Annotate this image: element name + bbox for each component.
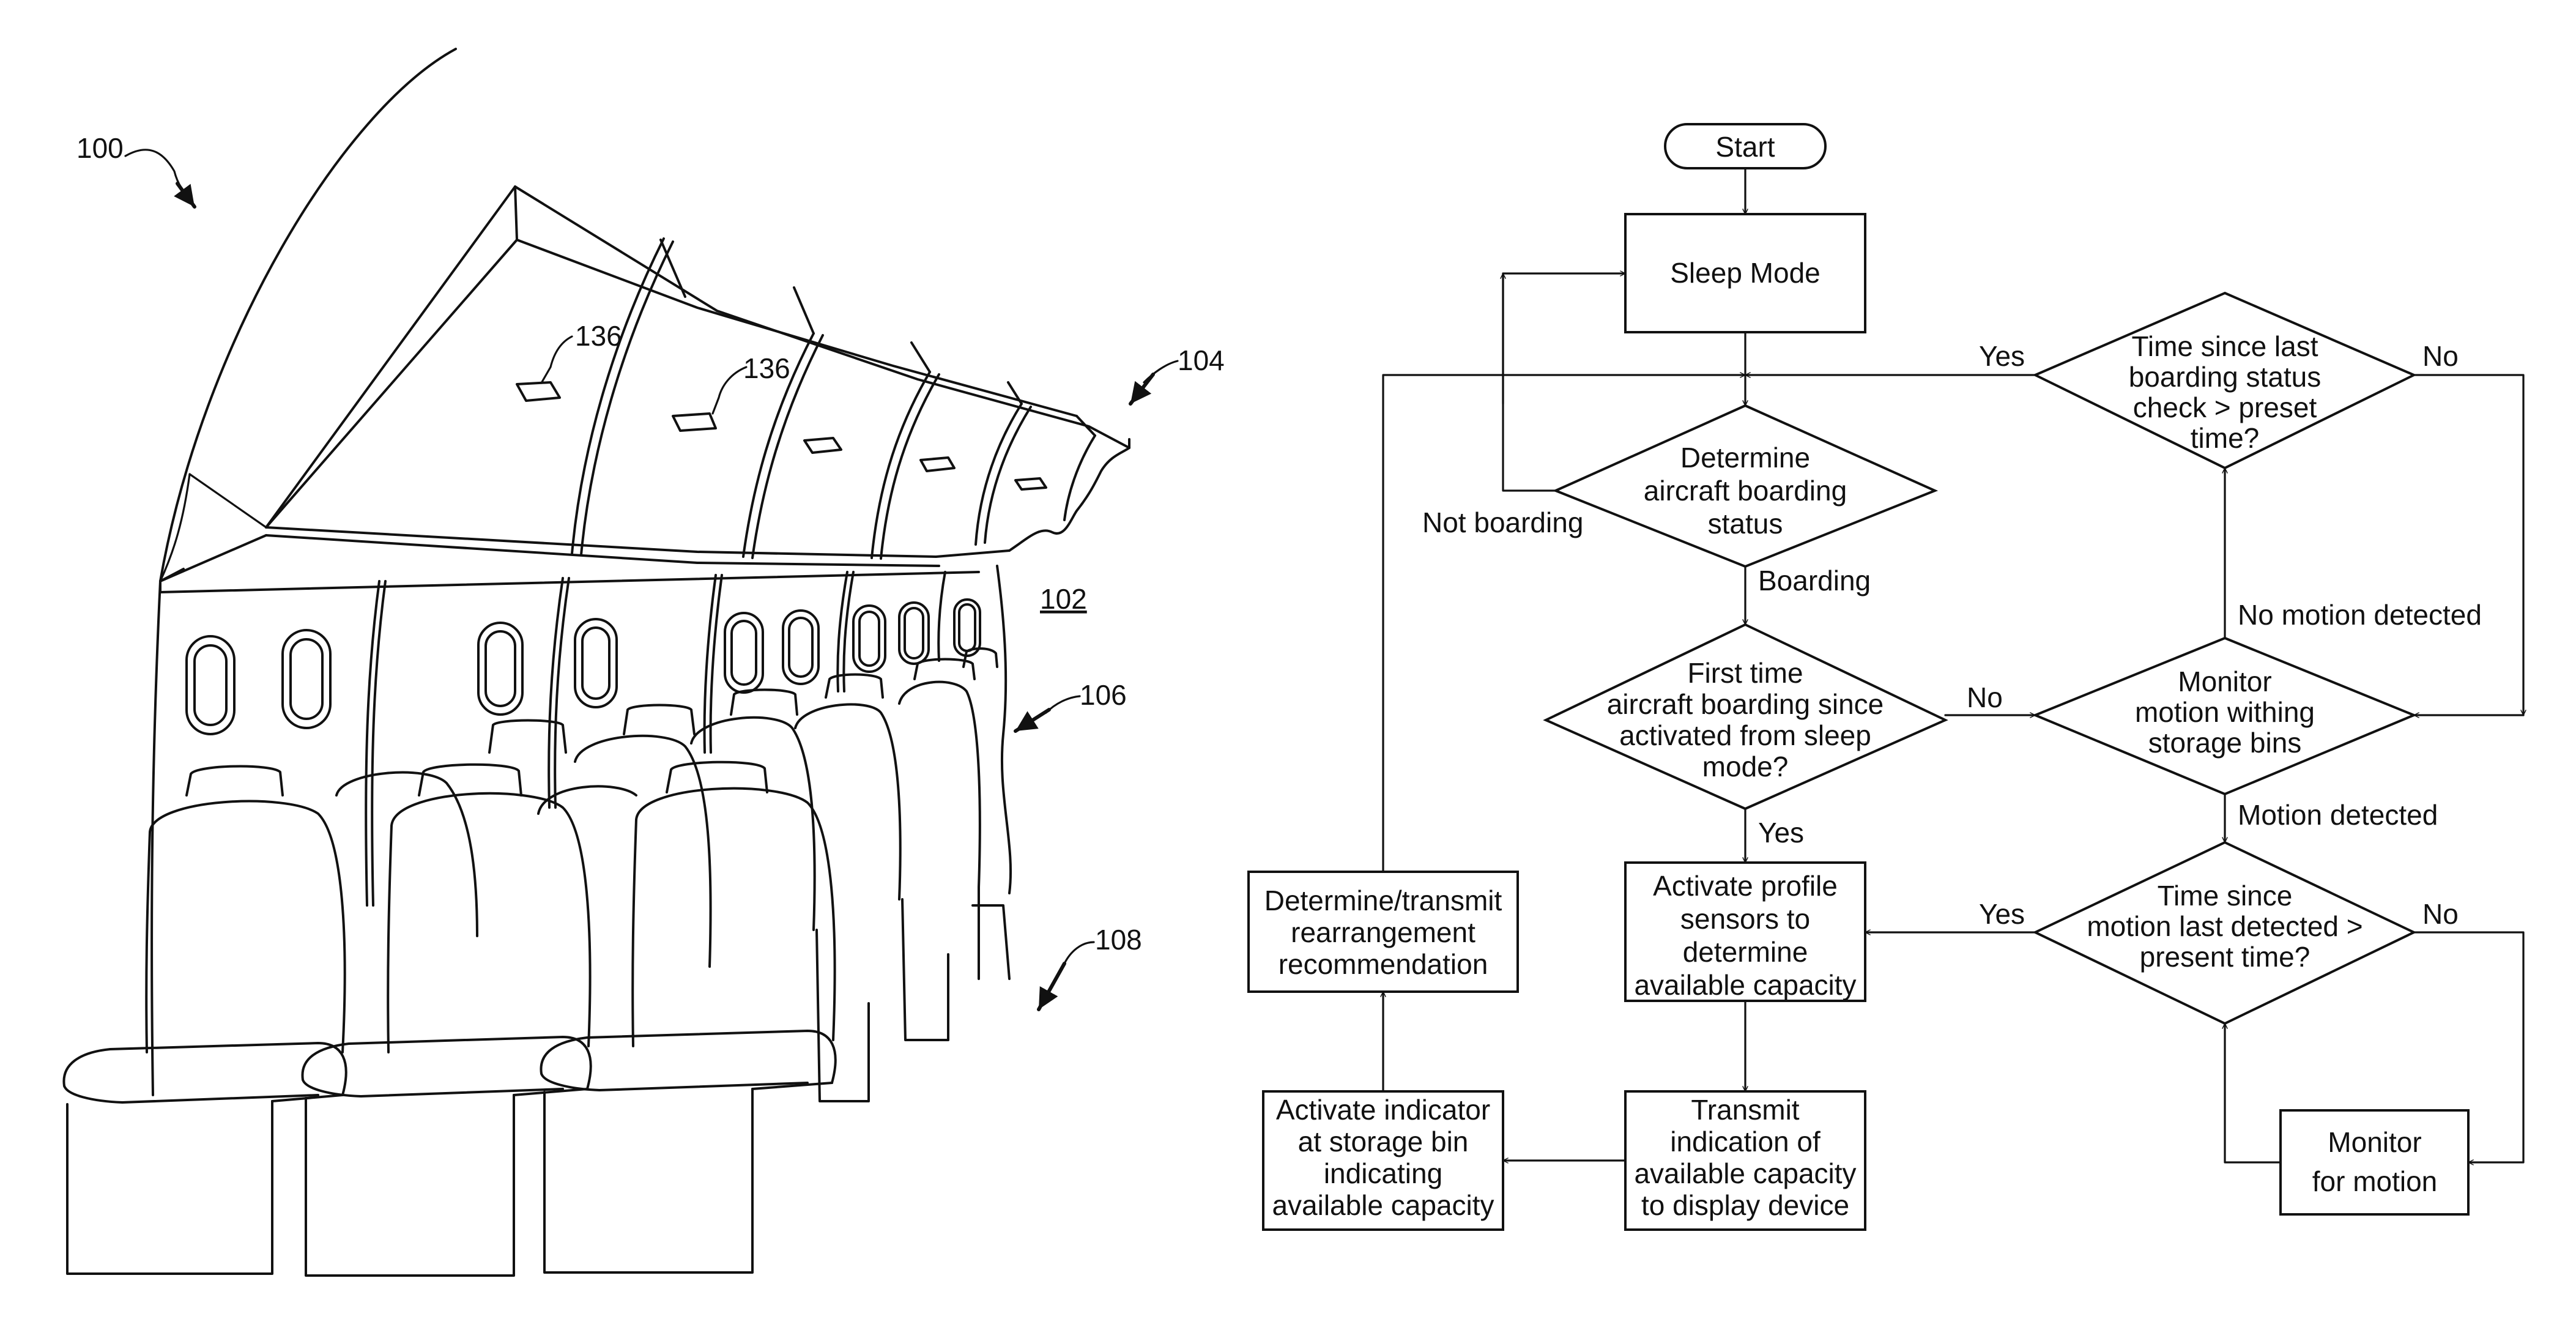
svg-text:at storage bin: at storage bin (1298, 1126, 1469, 1157)
time-since-check-decision: Time since last boarding status check > … (2035, 293, 2414, 468)
ref-136-first: 136 (575, 320, 622, 352)
ref-108: 108 (1095, 924, 1142, 956)
svg-text:Transmit: Transmit (1691, 1094, 1799, 1126)
flow-connectors (1383, 168, 2523, 1162)
svg-text:First time: First time (1687, 657, 1803, 689)
time-since-motion-decision: Time since motion last detected > presen… (2035, 842, 2414, 1023)
svg-text:aircraft boarding since: aircraft boarding since (1607, 688, 1884, 720)
ref-106-leader (1046, 696, 1080, 713)
ref-104: 104 (1178, 344, 1225, 376)
svg-text:Sleep Mode: Sleep Mode (1670, 257, 1821, 289)
ref-108-leader (1064, 942, 1094, 964)
transmit-indication-box: Transmit indication of available capacit… (1625, 1091, 1865, 1230)
svg-text:Start: Start (1715, 131, 1775, 163)
svg-text:available capacity: available capacity (1634, 969, 1856, 1001)
svg-text:aircraft boarding: aircraft boarding (1644, 475, 1847, 507)
activate-profile-box: Activate profile sensors to determine av… (1625, 863, 1865, 1001)
ref-106-arrow (1015, 710, 1049, 731)
svg-text:motion withing: motion withing (2135, 696, 2315, 728)
svg-text:recommendation: recommendation (1279, 948, 1488, 980)
svg-text:check > preset: check > preset (2133, 392, 2317, 423)
svg-text:time?: time? (2191, 422, 2259, 454)
activate-indicator-box: Activate indicator at storage bin indica… (1263, 1091, 1503, 1230)
svg-text:Determine/transmit: Determine/transmit (1264, 885, 1502, 916)
svg-text:Yes: Yes (1979, 340, 2025, 372)
front-seat-left (64, 767, 346, 1274)
svg-text:status: status (1708, 508, 1783, 540)
determine-status-decision: Determine aircraft boarding status (1556, 406, 1935, 566)
svg-text:available capacity: available capacity (1272, 1189, 1494, 1221)
overhead-bin-outer (266, 187, 1129, 527)
svg-text:Activate indicator: Activate indicator (1276, 1094, 1490, 1126)
front-seat-middle (302, 765, 590, 1276)
ref-136-second: 136 (743, 352, 790, 384)
monitor-bins-decision: Monitor motion withing storage bins (2035, 638, 2414, 794)
flowchart: Start Sleep Mode Determine aircraft boar… (1249, 124, 2523, 1230)
svg-text:No motion detected: No motion detected (2238, 599, 2482, 631)
svg-text:mode?: mode? (1702, 751, 1789, 782)
ref-136a-leader (541, 336, 572, 383)
svg-text:indication of: indication of (1670, 1126, 1821, 1157)
svg-text:storage bins: storage bins (2148, 727, 2302, 759)
svg-text:No: No (2422, 898, 2459, 930)
svg-text:rearrangement: rearrangement (1291, 916, 1475, 948)
front-seat-right (541, 762, 835, 1272)
ref-136b-leader (713, 367, 746, 414)
ref-106: 106 (1080, 679, 1127, 711)
cabin-ceiling-curve (160, 49, 456, 581)
svg-text:for motion: for motion (2312, 1165, 2438, 1197)
ref-104-arrow (1130, 374, 1153, 404)
svg-text:Boarding: Boarding (1758, 565, 1871, 596)
edge-labels: Not boarding Boarding No Yes Yes No No m… (1422, 340, 2482, 930)
monitor-motion-box: Monitor for motion (2281, 1110, 2468, 1214)
svg-text:boarding status: boarding status (2129, 361, 2322, 393)
svg-text:Time since: Time since (2158, 880, 2293, 912)
svg-text:sensors to: sensors to (1680, 903, 1810, 935)
svg-text:No: No (1967, 682, 2003, 713)
svg-text:indicating: indicating (1324, 1157, 1442, 1189)
svg-text:Not boarding: Not boarding (1422, 507, 1583, 538)
ref-102: 102 (1040, 583, 1087, 615)
svg-text:Yes: Yes (1758, 817, 1804, 849)
start-terminal: Start (1665, 124, 1825, 168)
svg-text:Motion detected: Motion detected (2238, 799, 2438, 831)
ref-100-arrow (177, 184, 195, 207)
ref-108-arrow (1039, 964, 1064, 1009)
svg-text:Yes: Yes (1979, 898, 2025, 930)
svg-text:Monitor: Monitor (2178, 666, 2271, 697)
sleep-mode-box: Sleep Mode (1625, 214, 1865, 332)
first-time-decision: First time aircraft boarding since activ… (1546, 625, 1945, 809)
svg-text:Activate profile: Activate profile (1653, 870, 1838, 902)
svg-text:motion last detected >: motion last detected > (2087, 910, 2363, 942)
rearrangement-box: Determine/transmit rearrangement recomme… (1249, 872, 1518, 992)
svg-text:Determine: Determine (1680, 442, 1810, 474)
svg-text:Monitor: Monitor (2328, 1126, 2421, 1158)
cabin-illustration: 100 136 136 104 102 106 108 (64, 49, 1224, 1276)
cabin-sidewall (152, 581, 160, 1095)
svg-text:present time?: present time? (2140, 941, 2311, 973)
svg-text:determine: determine (1683, 936, 1808, 968)
ref-100-leader (125, 150, 193, 202)
svg-text:No: No (2422, 340, 2459, 372)
rear-seats (336, 648, 1009, 1101)
svg-text:to display device: to display device (1641, 1189, 1849, 1221)
svg-text:activated from sleep: activated from sleep (1619, 719, 1871, 751)
svg-text:available capacity: available capacity (1634, 1157, 1856, 1189)
svg-text:Time since last: Time since last (2131, 330, 2318, 362)
cabin-windows (187, 600, 980, 734)
ref-100: 100 (76, 132, 124, 164)
